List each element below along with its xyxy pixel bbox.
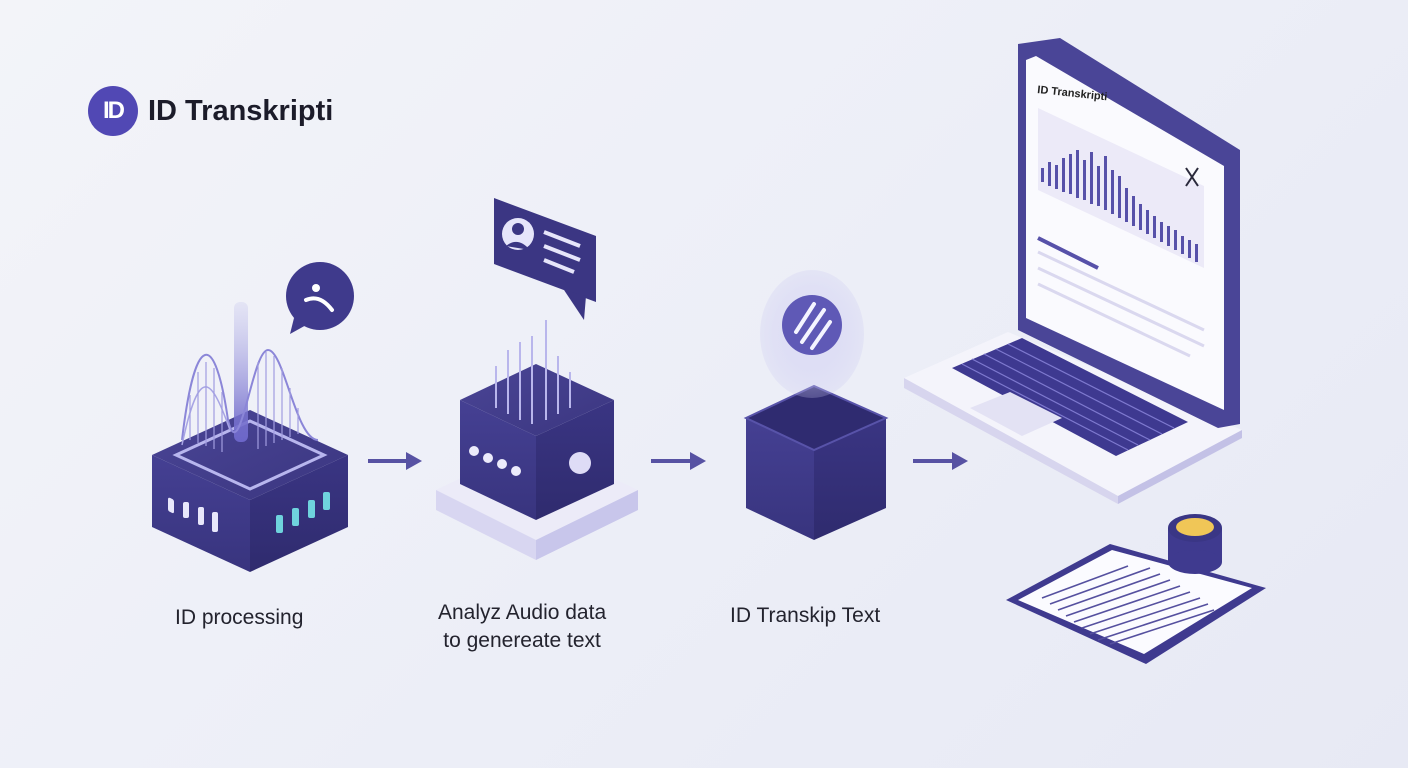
hologram-orb-icon: [760, 270, 864, 398]
step-label-analyze-line1: Analyz Audio data: [438, 601, 607, 624]
step-label-processing: ID processing: [175, 606, 304, 629]
coin-stack-icon: [1168, 514, 1222, 574]
logo-mark-icon: ID: [88, 86, 138, 136]
laptop-icon: [904, 38, 1242, 504]
step-label-transkip: ID Transkip Text: [730, 604, 881, 627]
step-label-analyze-line2: to genereate text: [443, 629, 601, 652]
analyzer-box-icon: [436, 320, 638, 560]
arrow-right-icon: [913, 452, 968, 470]
arrow-right-icon: [368, 452, 422, 470]
profile-bubble-icon: [494, 198, 596, 320]
step-label-analyze: Analyz Audio data to genereate text: [438, 599, 606, 655]
close-icon: [1185, 167, 1199, 187]
brand-name: ID Transkripti: [148, 94, 334, 127]
arrow-right-icon: [651, 452, 706, 470]
brand-logo: ID ID Transkripti: [88, 86, 333, 136]
waveform-icon: [181, 302, 319, 452]
processing-box-icon: [152, 410, 348, 572]
document-icon: [1006, 544, 1266, 664]
speech-bubble-icon: [286, 262, 354, 334]
output-box-icon: [743, 384, 889, 540]
